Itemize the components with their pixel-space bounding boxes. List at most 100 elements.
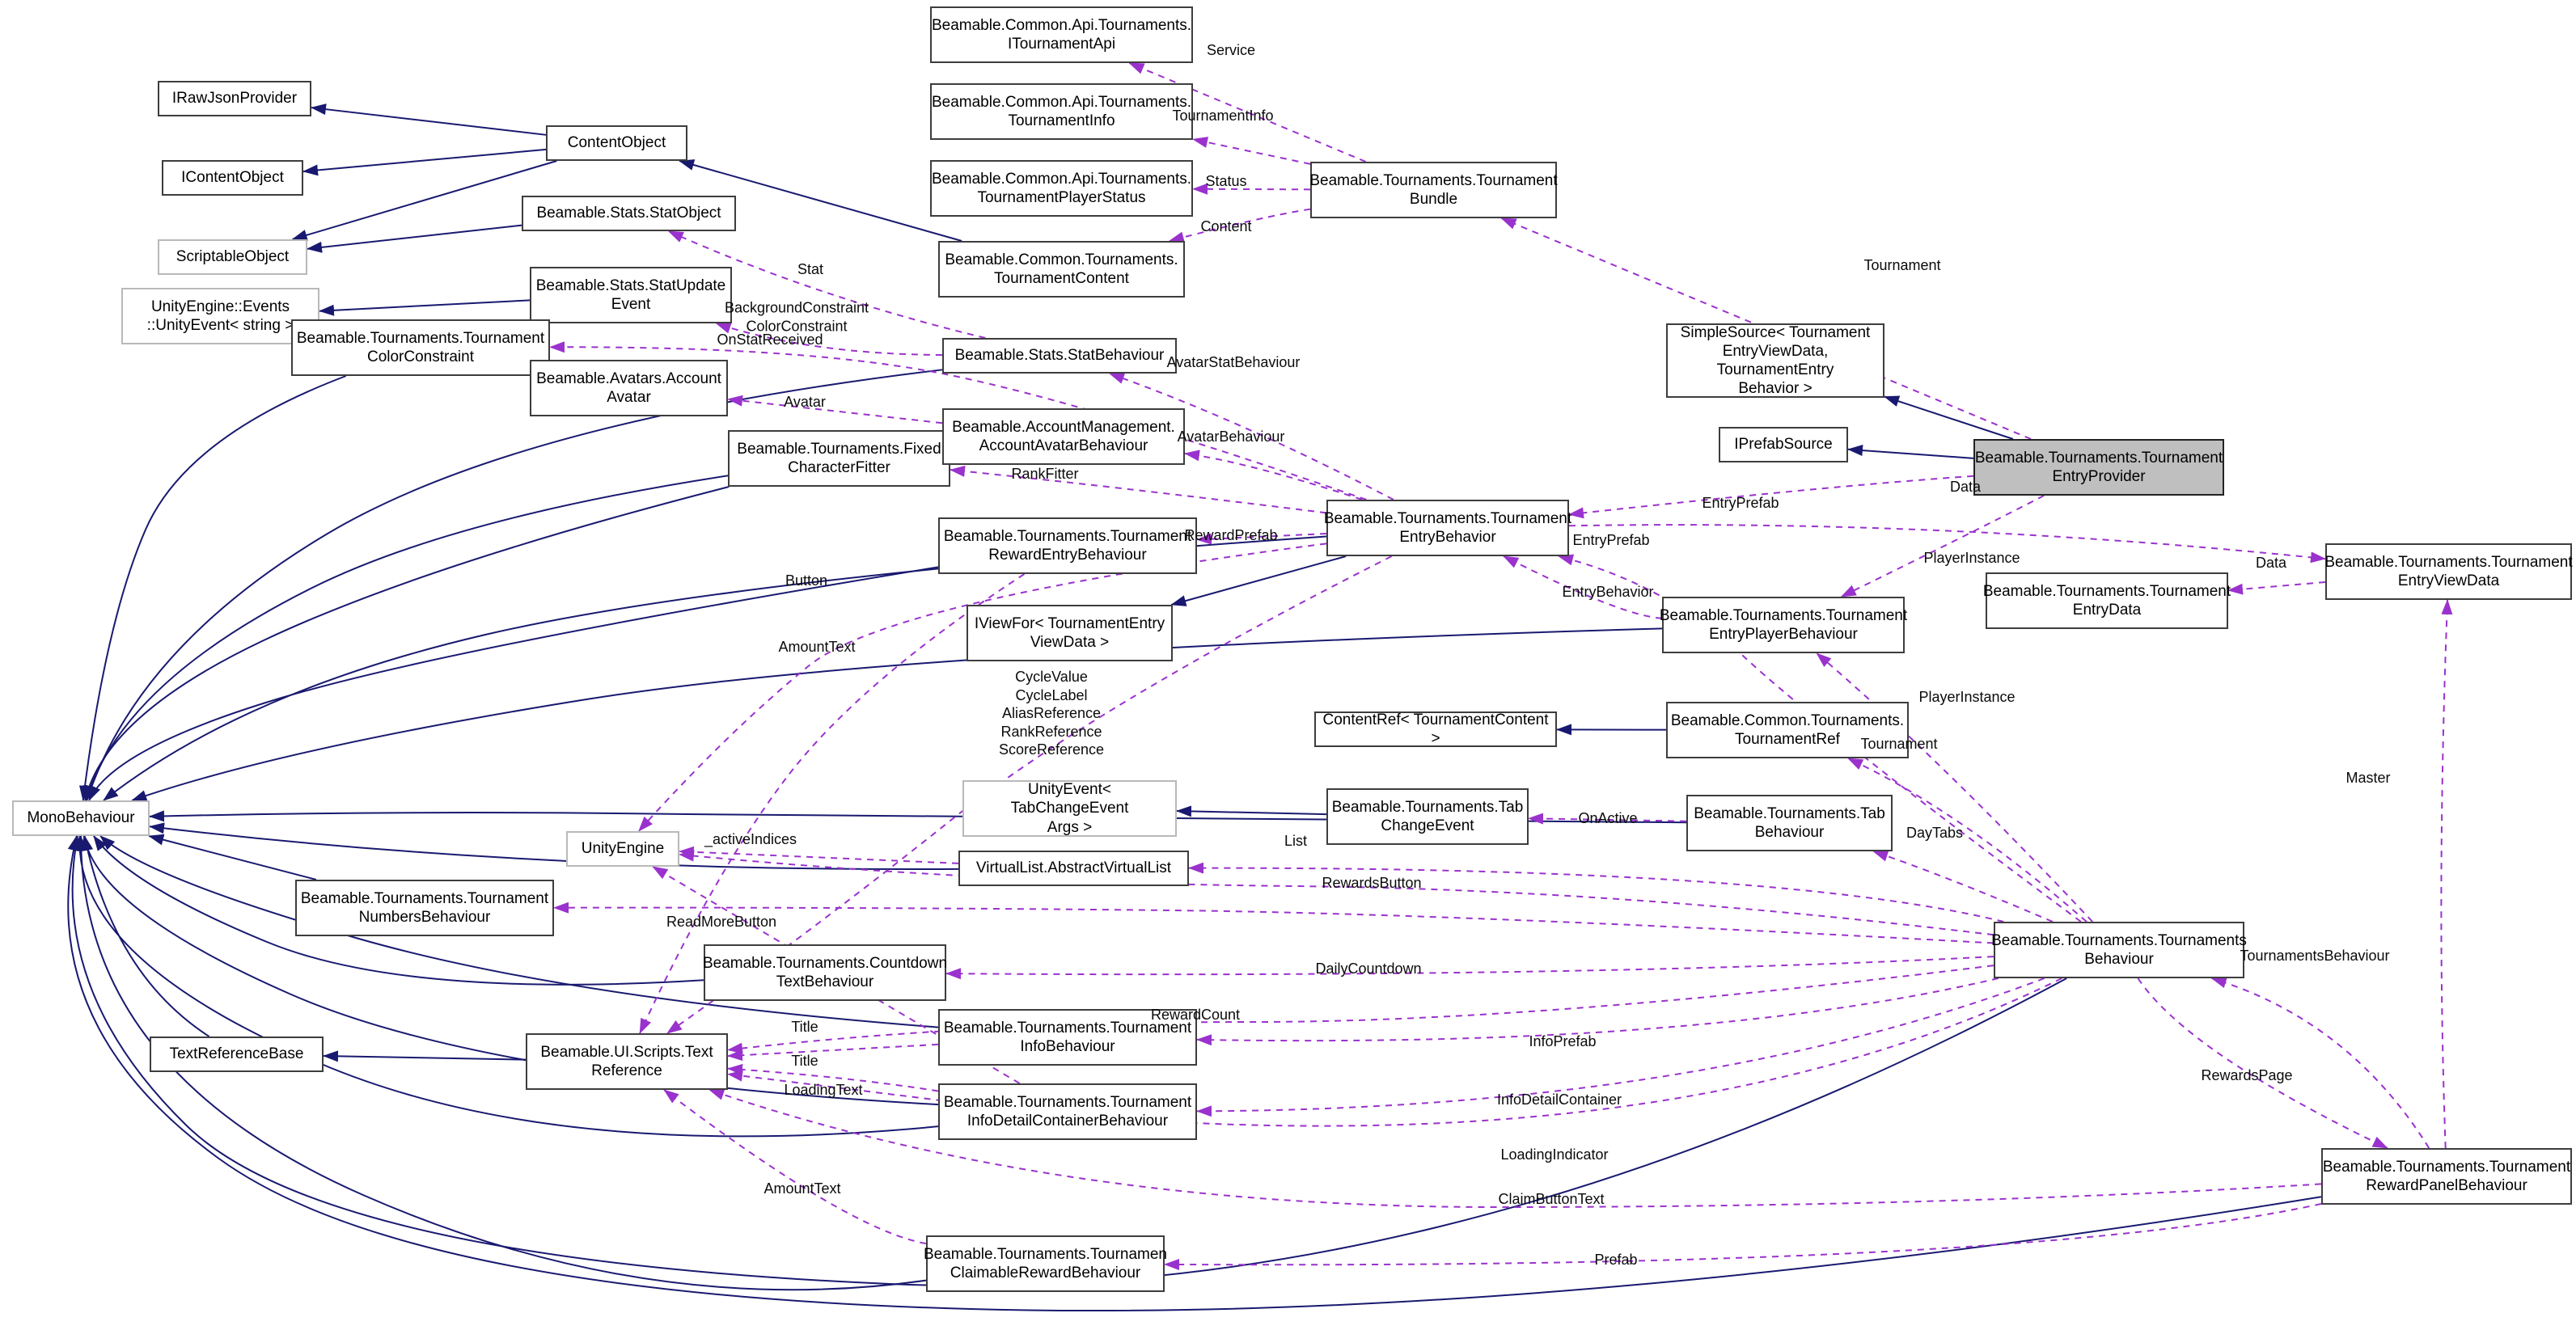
edge-bundle-itournamentapi — [1128, 62, 1367, 163]
node-entryviewdata[interactable]: Beamable.Tournaments.Tournament EntryVie… — [2324, 543, 2573, 600]
node-entrybehavior[interactable]: Beamable.Tournaments.Tournament EntryBeh… — [1324, 500, 1571, 556]
edge-entryprovider-simplesource — [1884, 395, 2014, 440]
node-scriptableobject[interactable]: ScriptableObject — [158, 239, 307, 275]
edge-abstractvirtuallist-monobehaviour — [149, 822, 959, 871]
edge-tournamentsbehaviour-infobehaviour — [1196, 977, 1999, 1046]
edge-entryprovider-bundle — [1500, 217, 2032, 440]
edge-abstractvirtuallist-unityengine — [679, 846, 959, 864]
node-tournamentref[interactable]: Beamable.Common.Tournaments. TournamentR… — [1666, 702, 1909, 758]
node-tournamentinfo[interactable]: Beamable.Common.Api.Tournaments. Tournam… — [930, 83, 1193, 140]
edge-tabchangeevent-unityevent-tabargs — [1176, 805, 1327, 817]
edge-entryviewdata-entrydata — [2227, 581, 2326, 595]
edge-accountavatarbehaviour-monobehaviour — [85, 448, 943, 801]
edge-contentobject-icontentobject — [302, 148, 547, 176]
edge-tournamentsbehaviour-rewardpanelbehaviour — [2137, 977, 2388, 1149]
edge-tournamentsbehaviour-tournamentref — [1847, 758, 2087, 923]
edge-statbehaviour-statobject — [667, 230, 986, 339]
edge-tournamentsbehaviour-monobehaviour — [69, 835, 2067, 1287]
node-entryplayerbehaviour[interactable]: Beamable.Tournaments.Tournament EntryPla… — [1660, 597, 1907, 653]
edge-statbehaviour-statupdateevent — [715, 323, 943, 357]
node-infobehaviour[interactable]: Beamable.Tournaments.Tournament InfoBeha… — [938, 1009, 1197, 1066]
node-colorconstraint[interactable]: Beamable.Tournaments.Tournament ColorCon… — [291, 319, 550, 376]
node-irawjsonprovider[interactable]: IRawJsonProvider — [158, 81, 311, 116]
edge-loadingindicator-monobehaviour — [73, 835, 979, 1138]
edge-numbersbehaviour-monobehaviour — [148, 834, 317, 880]
node-countdowntextbehaviour[interactable]: Beamable.Tournaments.Countdown TextBehav… — [703, 944, 947, 1001]
edge-entrybehavior-entryviewdata — [1568, 524, 2326, 564]
node-itournamentapi[interactable]: Beamable.Common.Api.Tournaments. ITourna… — [930, 6, 1193, 63]
edge-entrybehavior-colorconstraint — [549, 341, 1367, 500]
edge-rewardentrybehaviour-monobehaviour — [88, 566, 939, 801]
edge-entrybehavior-statbehaviour — [1108, 373, 1394, 500]
node-infodetailcontainer[interactable]: Beamable.Tournaments.Tournament InfoDeta… — [938, 1083, 1197, 1140]
node-abstractvirtuallist[interactable]: VirtualList.AbstractVirtualList — [958, 851, 1189, 886]
node-contentref[interactable]: ContentRef< TournamentContent > — [1314, 711, 1557, 747]
edge-tournamentsbehaviour-loadingindicator — [1123, 977, 2062, 1127]
edge-bundle-tournamentplayerstatus — [1192, 183, 1311, 195]
edge-tournamentsbehaviour-tabbehaviour — [1872, 851, 2054, 923]
node-unityengine[interactable]: UnityEngine — [566, 831, 679, 867]
node-entrydata[interactable]: Beamable.Tournaments.Tournament EntryDat… — [1983, 572, 2231, 629]
edge-tournamentsbehaviour-infodetailcontainer — [1196, 977, 2045, 1117]
edge-entryprovider-entryplayerbehaviour — [1840, 495, 2045, 597]
node-contentobject[interactable]: ContentObject — [546, 125, 687, 161]
edge-rewardpanelbehaviour-textreference — [709, 1089, 2322, 1209]
edge-infodetailcontainer-textreference — [727, 1063, 939, 1092]
node-monobehaviour[interactable]: MonoBehaviour — [12, 800, 150, 836]
node-simplesource[interactable]: SimpleSource< Tournament EntryViewData, … — [1666, 323, 1884, 398]
edge-bundle-tournamentcontent — [1168, 208, 1311, 243]
edge-rewardpanelbehaviour-claimablereward — [1164, 1202, 2322, 1270]
node-iprefabsource[interactable]: IPrefabSource — [1719, 427, 1848, 462]
edge-tournamentsbehaviour-numbersbehaviour — [553, 901, 1994, 944]
node-tournamentsbehaviour[interactable]: Beamable.Tournaments.Tournaments Behavio… — [1991, 922, 2247, 978]
node-accountavatarbehaviour[interactable]: Beamable.AccountManagement. AccountAvata… — [942, 408, 1185, 465]
edge-countdowntextbehaviour-monobehaviour — [93, 835, 704, 986]
node-numbersbehaviour[interactable]: Beamable.Tournaments.Tournament NumbersB… — [295, 880, 554, 936]
edge-entryprovider-iprefabsource — [1847, 445, 1974, 459]
edge-tabbehaviour-tabchangeevent — [1528, 813, 1687, 825]
node-rewardentrybehaviour[interactable]: Beamable.Tournaments.Tournament RewardEn… — [938, 517, 1197, 574]
edge-claimablereward-textreference — [663, 1089, 927, 1245]
edge-bundle-tournamentinfo — [1192, 137, 1311, 165]
node-textreference[interactable]: Beamable.UI.Scripts.Text Reference — [526, 1033, 728, 1090]
node-icontentobject[interactable]: IContentObject — [162, 160, 303, 196]
edge-contentobject-irawjsonprovider — [311, 103, 547, 136]
node-rewardpanelbehaviour[interactable]: Beamable.Tournaments.Tournament RewardPa… — [2321, 1148, 2572, 1205]
edge-tournamentsbehaviour-unityengine — [679, 850, 1994, 936]
edge-tabbehaviour-monobehaviour — [149, 810, 1687, 824]
edge-tournamentsbehaviour-entryplayerbehaviour — [1816, 652, 2093, 923]
node-tournamentplayerstatus[interactable]: Beamable.Common.Api.Tournaments. Tournam… — [930, 160, 1193, 217]
node-tournamentcontent[interactable]: Beamable.Common.Tournaments. TournamentC… — [938, 241, 1185, 298]
edge-tournamentsbehaviour-countdowntextbehaviour — [945, 956, 1994, 980]
edge-entryplayerbehaviour-monobehaviour — [131, 627, 1663, 801]
node-statobject[interactable]: Beamable.Stats.StatObject — [522, 196, 736, 231]
node-accountavatar[interactable]: Beamable.Avatars.Account Avatar — [530, 360, 728, 416]
node-fixedcharacterfitter[interactable]: Beamable.Tournaments.Fixed CharacterFitt… — [728, 430, 950, 487]
edge-tournamentsbehaviour-abstractvirtuallist — [1188, 862, 2004, 923]
edge-tournamentcontent-contentobject — [679, 159, 962, 242]
edge-entrybehavior-iviewfor — [1170, 555, 1347, 606]
edge-rewardpanelbehaviour-monobehaviour — [67, 835, 2322, 1312]
edge-tournamentsbehaviour-textreference — [727, 965, 1994, 1054]
node-tabchangeevent[interactable]: Beamable.Tournaments.Tab ChangeEvent — [1326, 788, 1529, 845]
node-unityevent-tabargs[interactable]: UnityEvent< TabChangeEvent Args > — [962, 780, 1177, 837]
node-claimablereward[interactable]: Beamable.Tournaments.Tournamen Claimable… — [924, 1235, 1167, 1292]
node-bundle[interactable]: Beamable.Tournaments.Tournament Bundle — [1309, 162, 1558, 218]
edge-textreferencebase-monobehaviour — [82, 835, 210, 1037]
edge-entryplayerbehaviour-entrybehavior — [1503, 555, 1663, 619]
edge-entrybehavior-fixedcharacterfitter — [950, 465, 1327, 514]
edge-infobehaviour-monobehaviour — [99, 835, 939, 1028]
edge-rewardpanelbehaviour-tournamentsbehaviour — [2210, 977, 2430, 1149]
node-iviewfor[interactable]: IViewFor< TournamentEntry ViewData > — [967, 605, 1173, 661]
node-unityevent-string[interactable]: UnityEngine::Events ::UnityEvent< string… — [121, 288, 319, 344]
node-entryprovider[interactable]: Beamable.Tournaments.Tournament EntryPro… — [1973, 439, 2224, 496]
node-statbehaviour[interactable]: Beamable.Stats.StatBehaviour — [942, 338, 1177, 374]
edge-entrybehavior-accountavatarbehaviour — [1184, 450, 1363, 500]
edge-entryprovider-entrybehavior — [1568, 475, 1974, 519]
edge-statobject-scriptableobject — [307, 224, 522, 253]
node-textreferencebase[interactable]: TextReferenceBase — [150, 1037, 324, 1072]
node-statupdateevent[interactable]: Beamable.Stats.StatUpdate Event — [530, 267, 732, 323]
node-tabbehaviour[interactable]: Beamable.Tournaments.Tab Behaviour — [1686, 795, 1893, 851]
